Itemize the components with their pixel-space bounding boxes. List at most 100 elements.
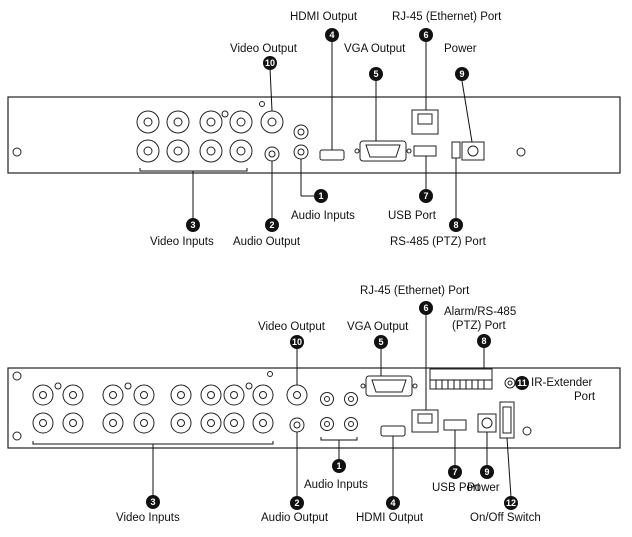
top-usb-port	[413, 145, 437, 157]
bottom-rj45-port	[411, 409, 439, 433]
top-video-output-label: Video Output	[230, 43, 298, 55]
bnc-connector	[166, 110, 190, 134]
bnc-connector	[200, 384, 222, 406]
ground-screw	[124, 382, 132, 390]
top-power-label: Power	[444, 43, 477, 55]
bottom-device	[7, 367, 621, 449]
svg-text:1: 1	[318, 191, 323, 201]
bottom-usb-port-label: USB Port	[432, 482, 481, 494]
bottom-rj45-label: RJ-45 (Ethernet) Port	[360, 285, 470, 297]
svg-text:9: 9	[459, 69, 464, 79]
bnc-connector	[166, 139, 190, 163]
bnc-connector	[170, 384, 192, 406]
bnc-connector	[133, 412, 155, 434]
svg-text:4: 4	[329, 30, 334, 40]
top-hdmi-port	[319, 149, 345, 161]
bnc-connector	[136, 139, 160, 163]
bottom-left-screw	[12, 431, 22, 441]
bottom-labels: RJ-45 (Ethernet) Port Alarm/RS-485 (PTZ)…	[116, 285, 596, 524]
callout-4: 4	[386, 496, 400, 510]
bottom-ir-extender-port	[504, 377, 516, 389]
callout-2: 2	[265, 218, 279, 232]
top-usb-port-label: USB Port	[388, 210, 437, 222]
callout-8: 8	[449, 218, 463, 232]
svg-text:6: 6	[423, 303, 428, 313]
top-vga-output-label: VGA Output	[344, 43, 406, 55]
bottom-vga-port	[360, 375, 418, 397]
top-audio-inputs-label: Audio Inputs	[291, 210, 355, 222]
callout-7: 7	[419, 189, 433, 203]
top-audio-input-jacks	[293, 124, 309, 160]
bnc-connector	[32, 412, 54, 434]
callout-9: 9	[480, 465, 494, 479]
ground-screw	[221, 110, 229, 118]
ground-screw	[245, 382, 253, 390]
svg-text:10: 10	[265, 58, 275, 68]
svg-text:4: 4	[390, 498, 395, 508]
top-video-inputs	[136, 110, 253, 163]
top-rj45-port	[411, 109, 439, 135]
bottom-ir-label-line2: Port	[574, 391, 596, 403]
bottom-audio-inputs-label: Audio Inputs	[304, 479, 368, 491]
callout-1: 1	[314, 189, 328, 203]
bottom-audio-output-label: Audio Output	[261, 512, 329, 524]
top-rj45-label: RJ-45 (Ethernet) Port	[392, 11, 502, 23]
callout-7: 7	[448, 465, 462, 479]
bottom-hdmi-output-label: HDMI Output	[356, 512, 424, 524]
callout-9: 9	[455, 67, 469, 81]
svg-text:2: 2	[294, 498, 299, 508]
top-rs485-terminal	[451, 141, 461, 159]
bottom-video-inputs	[32, 382, 274, 434]
bottom-hdmi-port	[380, 425, 406, 437]
bottom-alarm-rs485-terminal	[429, 368, 493, 390]
callout-6: 6	[419, 28, 433, 42]
bnc-connector	[199, 110, 223, 134]
bnc-connector	[252, 412, 274, 434]
svg-text:3: 3	[150, 497, 155, 507]
callout-8: 8	[477, 334, 491, 348]
bnc-connector	[223, 384, 245, 406]
bottom-onoff-label: On/Off Switch	[470, 512, 541, 524]
bnc-connector	[136, 110, 160, 134]
callout-4: 4	[325, 28, 339, 42]
svg-text:11: 11	[517, 378, 527, 388]
top-video-inputs-label: Video Inputs	[150, 236, 214, 248]
callout-3: 3	[186, 218, 200, 232]
bnc-connector	[223, 412, 245, 434]
top-callouts: 4 6 10 5 9 1 7 3 2 8	[186, 28, 469, 232]
bnc-connector	[229, 139, 253, 163]
svg-text:8: 8	[481, 336, 486, 346]
top-audio-output-label: Audio Output	[233, 236, 301, 248]
bottom-audio-input-jacks	[320, 392, 358, 431]
svg-text:1: 1	[336, 461, 341, 471]
bnc-connector	[170, 412, 192, 434]
svg-text:3: 3	[190, 220, 195, 230]
bnc-connector	[32, 384, 54, 406]
bnc-connector	[62, 412, 84, 434]
svg-text:5: 5	[378, 337, 383, 347]
top-left-screw	[12, 147, 22, 157]
top-device-panel	[7, 96, 621, 174]
callout-12: 12	[504, 496, 518, 510]
bnc-connector	[252, 384, 274, 406]
bottom-right-screw	[522, 426, 532, 436]
bnc-connector	[102, 412, 124, 434]
bnc-connector	[200, 412, 222, 434]
top-hdmi-output-label: HDMI Output	[290, 11, 358, 23]
bottom-callouts: 6 10 5 8 11 1 7 9 3 2 4 12	[146, 301, 529, 510]
ground-screw	[54, 382, 62, 390]
top-power-jack	[461, 141, 485, 161]
top-vga-port	[354, 140, 412, 162]
bnc-connector	[199, 139, 223, 163]
bottom-vga-output-label: VGA Output	[347, 321, 409, 333]
svg-text:8: 8	[453, 220, 458, 230]
callout-6: 6	[419, 301, 433, 315]
bottom-audio-output-jack	[289, 417, 305, 433]
svg-text:5: 5	[373, 69, 378, 79]
bnc-connector	[62, 384, 84, 406]
bottom-usb-port	[443, 419, 467, 431]
bottom-left-screw	[12, 371, 22, 381]
top-leader-lines	[139, 42, 473, 218]
bottom-video-output-label: Video Output	[258, 321, 326, 333]
